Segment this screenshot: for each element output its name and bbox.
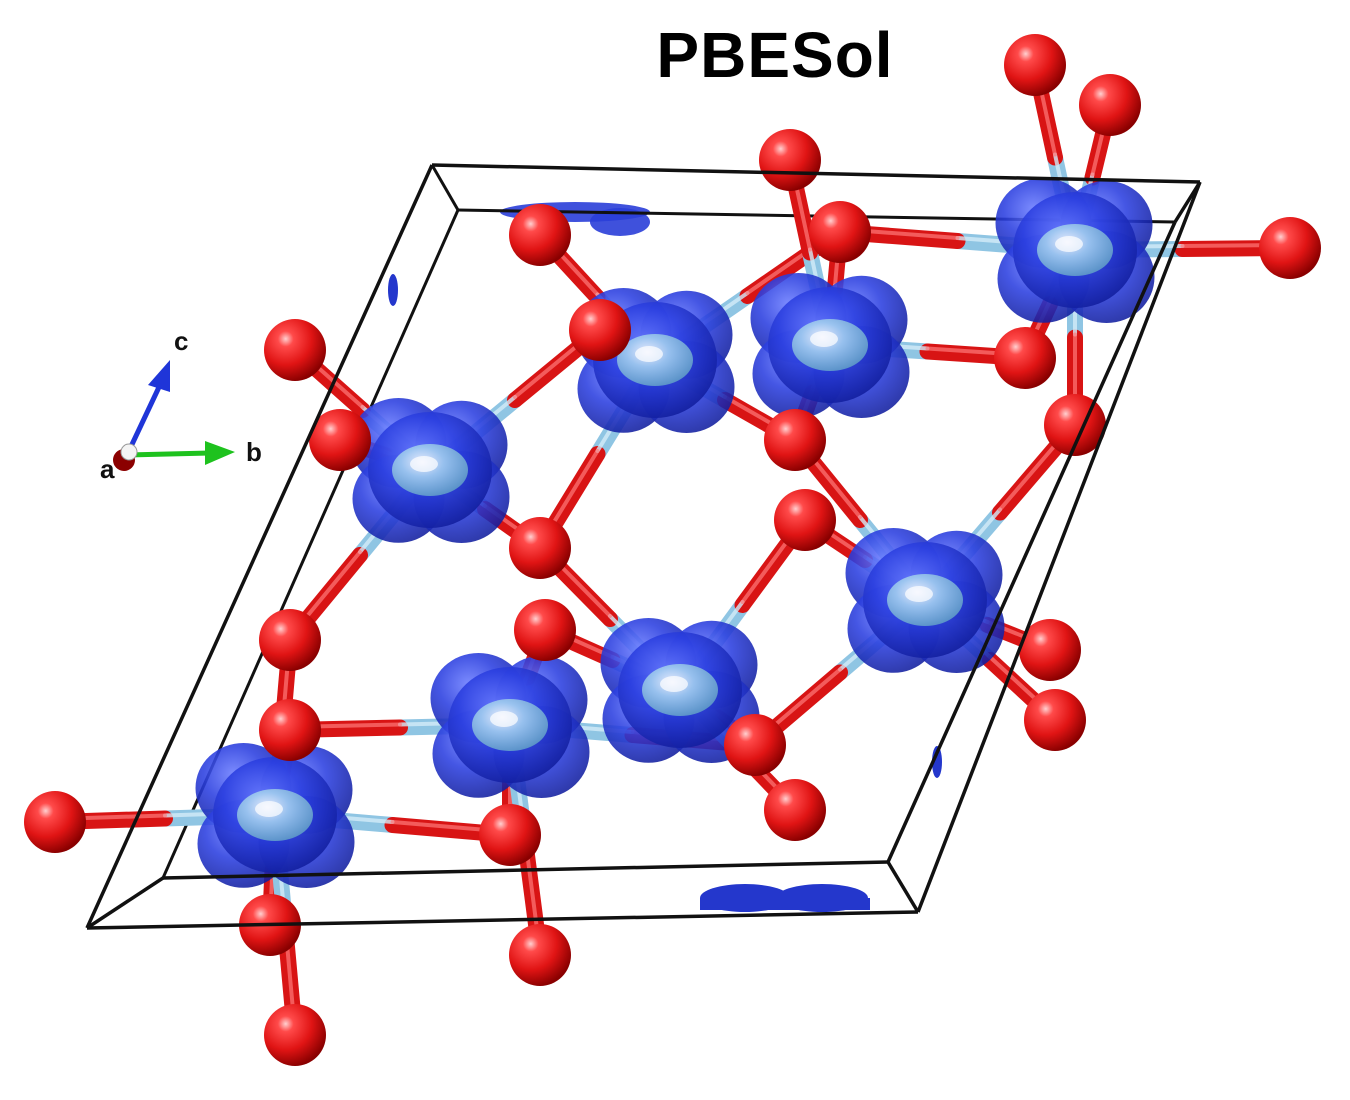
charge-density-isosurfaces [195,178,1155,888]
oxygen-atom [764,779,826,841]
isosurface-lobe [430,653,590,798]
oxygen-atom [514,599,576,661]
oxygen-atom [264,319,326,381]
oxygen-atom [759,129,821,191]
oxygen-atom [1259,217,1321,279]
oxygen-atom [259,699,321,761]
isosurface-lobe [750,273,910,418]
oxygen-atom [509,204,571,266]
oxygen-atom [994,327,1056,389]
isosurface-lobe [195,743,355,888]
axis-label-a: a [100,454,115,484]
isosurface-lobe [600,618,760,763]
oxygen-atom [1019,619,1081,681]
axis-label-b: b [246,437,262,467]
isosurface-lobe [995,178,1155,323]
atoms [24,34,1321,1066]
oxygen-atom [569,299,631,361]
c-axis-arrow-icon [148,360,170,392]
isosurface-lobe [845,528,1005,673]
oxygen-atom [724,714,786,776]
unit-cell-front [85,163,1202,930]
isosurface-lobe [350,398,510,543]
oxygen-atom [509,924,571,986]
oxygen-atom [1024,689,1086,751]
axis-label-c: c [174,326,188,356]
isosurface-patches [388,202,942,912]
oxygen-atom [809,201,871,263]
oxygen-atom [1079,74,1141,136]
oxygen-atom [764,409,826,471]
oxygen-atom [309,409,371,471]
figure-title: PBESol [656,19,894,91]
oxygen-atom [774,489,836,551]
axis-triad: c b a [100,326,262,484]
oxygen-atom [24,791,86,853]
oxygen-atom [259,609,321,671]
oxygen-atom [479,804,541,866]
oxygen-atom [264,1004,326,1066]
b-axis-arrow-icon [205,441,235,465]
oxygen-atom [1004,34,1066,96]
oxygen-atom [509,517,571,579]
